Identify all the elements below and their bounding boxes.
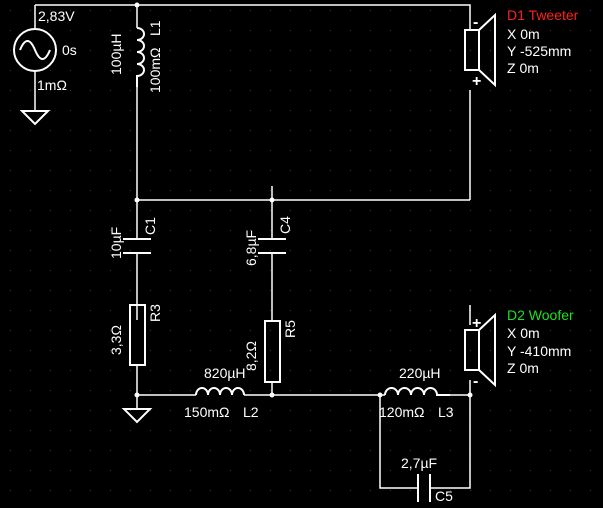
source-phase: 0s [62,42,77,58]
driver-d2-woofer[interactable]: + - D2 Woofer X 0m Y -410mm Z 0m [464,307,574,390]
c5-name: C5 [435,488,453,504]
c1-value: 10µF [108,227,124,259]
d2-minus: - [473,373,478,390]
r5-value: 8,2Ω [243,341,259,371]
inductor-l2[interactable]: 820µH 150mΩ L2 [184,365,259,420]
d1-x: X 0m [507,26,540,42]
ground-icon [121,408,153,424]
l3-value: 220µH [399,365,441,381]
speaker-icon [464,329,480,371]
d2-y: Y -410mm [507,343,571,359]
source-resistance: 1mΩ [37,77,67,93]
l2-value: 820µH [204,365,246,381]
d1-plus: + [472,73,481,90]
r3-name: R3 [147,304,163,322]
c4-name: C4 [277,216,293,234]
l3-name: L3 [438,404,454,420]
l1-name: L1 [147,20,163,36]
inductor-l3[interactable]: 220µH 120mΩ L3 [379,365,454,420]
l1-resistance: 100mΩ [147,48,163,94]
l2-name: L2 [243,404,259,420]
d2-x: X 0m [507,325,540,341]
resistor-r5[interactable]: 8,2Ω R5 [243,320,298,383]
ground-icon [19,110,51,126]
capacitor-c4[interactable]: 6,8µF C4 [243,216,293,266]
d2-z: Z 0m [507,360,539,376]
d1-y: Y -525mm [507,43,571,59]
driver-d1-tweeter[interactable]: - + D1 Tweeter X 0m Y -525mm Z 0m [464,7,579,90]
r5-name: R5 [282,320,298,338]
capacitor-c5[interactable]: 2,7µF C5 [401,455,453,504]
d1-z: Z 0m [507,60,539,76]
junctions [134,2,473,398]
capacitor-c1[interactable]: 10µF C1 [108,217,158,259]
inductor-l1[interactable]: 100µH 100mΩ L1 [108,20,163,93]
grid-dots [10,10,591,491]
d1-minus: - [473,14,478,31]
voltage-source[interactable]: 2,83V 0s 1mΩ [13,8,77,93]
l2-resistance: 150mΩ [184,404,230,420]
wires [34,4,471,489]
source-amplitude: 2,83V [38,8,75,24]
r3-value: 3,3Ω [108,325,124,355]
speaker-icon [464,29,480,71]
c4-value: 6,8µF [243,230,259,266]
d2-name: D2 Woofer [507,307,574,323]
resistor-r3[interactable]: 3,3Ω R3 [108,304,163,366]
d1-name: D1 Tweeter [507,7,579,23]
c1-name: C1 [142,217,158,235]
sine-wave-icon [19,40,51,60]
c5-value: 2,7µF [401,455,437,471]
l3-resistance: 120mΩ [379,404,425,420]
d2-plus: + [472,315,481,332]
l1-value: 100µH [108,33,124,75]
